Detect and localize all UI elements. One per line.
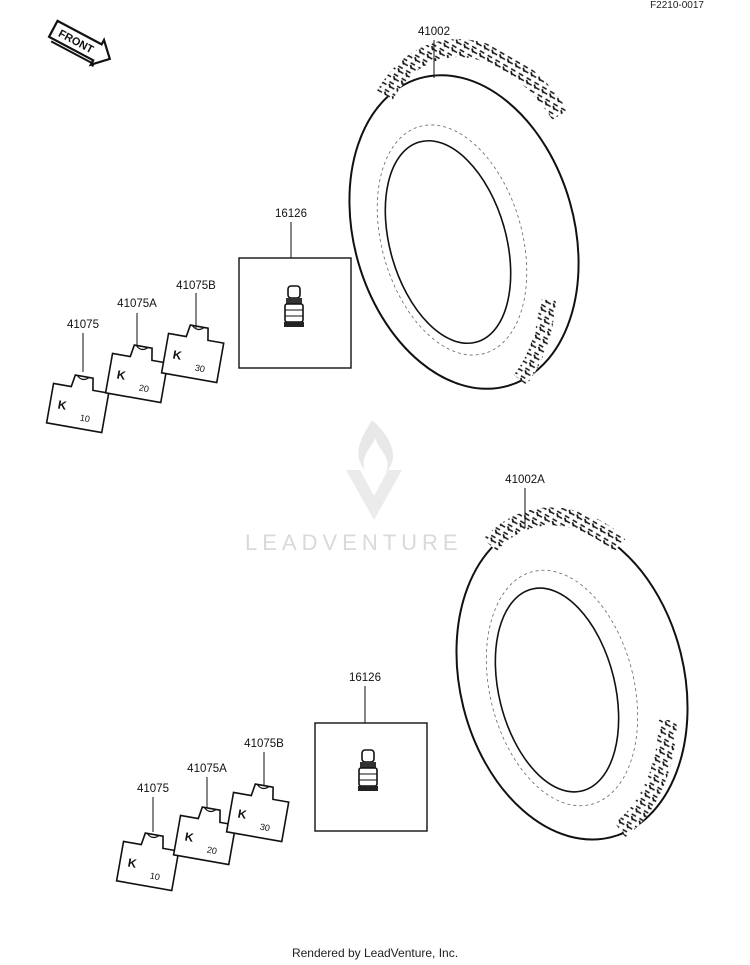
part-label-16126-lower[interactable]: 16126	[349, 672, 381, 684]
part-label-41002A[interactable]: 41002A	[505, 474, 545, 486]
svg-text:K: K	[237, 807, 248, 822]
part-label-16126-upper[interactable]: 16126	[275, 208, 307, 220]
tire-41002A[interactable]	[424, 496, 720, 865]
weight-stamp: 30	[194, 363, 206, 375]
weight-stamp: 20	[138, 383, 150, 395]
weight-41075A-upper[interactable]: K 20	[104, 342, 170, 404]
weight-41075B-upper[interactable]: K 30	[160, 322, 226, 384]
weight-41075-lower[interactable]: K 10	[115, 830, 181, 892]
weight-41075A-lower[interactable]: K 20	[172, 804, 238, 866]
part-label-41075-lower[interactable]: 41075	[137, 783, 169, 795]
diagram-code: F2210-0017	[650, 0, 704, 11]
svg-text:K: K	[116, 368, 127, 383]
valve-box-lower	[314, 722, 428, 832]
leadventure-flame-logo	[346, 420, 402, 520]
weight-stamp: 20	[206, 845, 218, 857]
svg-text:K: K	[127, 856, 138, 871]
svg-text:K: K	[57, 398, 68, 413]
valve-box-upper	[238, 257, 352, 369]
part-label-41075B-upper[interactable]: 41075B	[176, 280, 216, 292]
weight-stamp: 10	[149, 871, 161, 883]
svg-text:K: K	[172, 348, 183, 363]
part-label-41075A-upper[interactable]: 41075A	[117, 298, 157, 310]
part-label-41002[interactable]: 41002	[418, 26, 450, 38]
part-label-41075A-lower[interactable]: 41075A	[187, 763, 227, 775]
footer-credit: Rendered by LeadVenture, Inc.	[291, 946, 459, 960]
weight-41075-upper[interactable]: K 10	[45, 372, 111, 434]
tire-41002[interactable]	[314, 39, 614, 416]
weight-stamp: 30	[259, 822, 271, 834]
watermark-text: LEADVENTURE	[245, 530, 463, 555]
weight-41075B-lower[interactable]: K 30	[225, 781, 291, 843]
part-label-41075-upper[interactable]: 41075	[67, 319, 99, 331]
valve-stem-16126-lower[interactable]	[358, 749, 378, 791]
front-arrow-icon: FRONT	[47, 19, 112, 67]
valve-stem-16126-upper[interactable]	[284, 285, 304, 327]
part-label-41075B-lower[interactable]: 41075B	[244, 738, 284, 750]
svg-text:K: K	[184, 830, 195, 845]
weight-stamp: 10	[79, 413, 91, 425]
